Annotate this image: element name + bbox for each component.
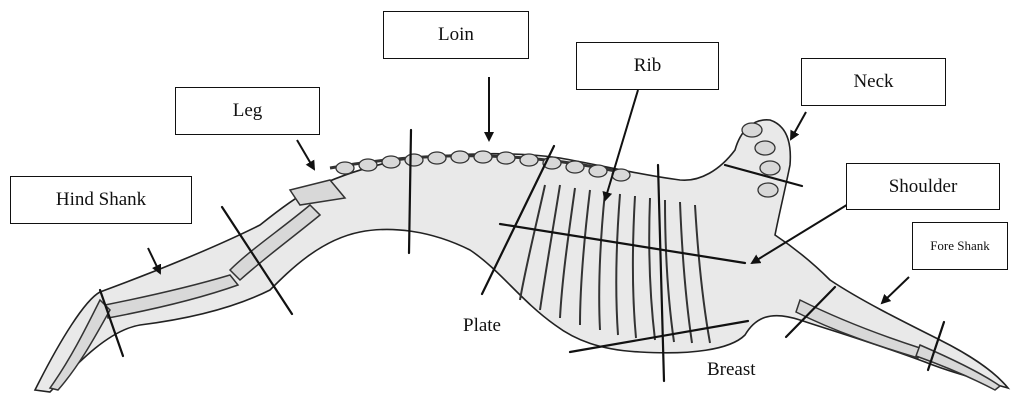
label-fore-shank: Fore Shank xyxy=(912,222,1008,270)
arrow-leg xyxy=(297,140,314,169)
label-loin-text: Loin xyxy=(438,24,474,46)
label-neck-text: Neck xyxy=(853,71,893,93)
label-plate: Plate xyxy=(463,315,501,337)
label-leg-text: Leg xyxy=(233,100,263,122)
label-neck: Neck xyxy=(801,58,946,106)
label-leg: Leg xyxy=(175,87,320,135)
arrow-neck xyxy=(791,112,806,139)
label-breast: Breast xyxy=(707,359,756,381)
label-rib: Rib xyxy=(576,42,719,90)
arrow-fore-shank xyxy=(882,277,909,303)
cut-line-loin-front xyxy=(409,130,411,253)
arrow-hind-shank xyxy=(148,248,160,273)
label-rib-text: Rib xyxy=(634,55,661,77)
label-hind-shank-text: Hind Shank xyxy=(56,189,146,211)
label-shoulder: Shoulder xyxy=(846,163,1000,210)
label-fore-shank-text: Fore Shank xyxy=(930,238,990,254)
label-hind-shank: Hind Shank xyxy=(10,176,192,224)
label-shoulder-text: Shoulder xyxy=(889,176,958,198)
label-loin: Loin xyxy=(383,11,529,59)
